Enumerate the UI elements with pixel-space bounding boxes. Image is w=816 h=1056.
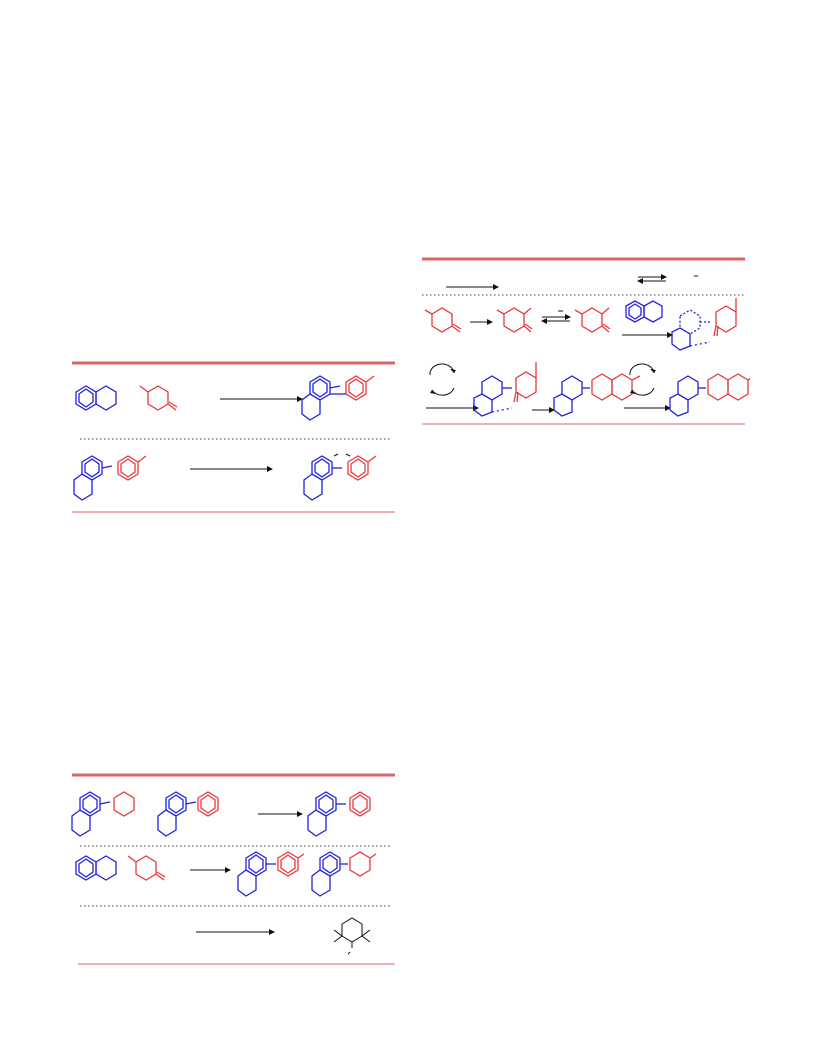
intermediate-2 — [473, 362, 537, 417]
methyl-cyclohexanone-red-2 — [127, 855, 166, 881]
tetrahydroquinoline-blue-2 — [75, 855, 117, 881]
scheme-top-right-drawing — [422, 257, 750, 425]
tetrahydroquinoline-blue — [625, 300, 663, 323]
enamine-red — [574, 307, 611, 333]
tetrahydroquinoline-blue — [75, 385, 117, 411]
tetramethylpiperidine — [333, 917, 371, 955]
methyl-cyclohexanone-red — [139, 385, 178, 411]
product-a — [307, 791, 371, 837]
scheme-middle-left — [70, 358, 400, 518]
intermediate-3 — [553, 373, 641, 417]
cyclohexanone-red — [424, 307, 462, 333]
cycle-arrow-1 — [429, 363, 456, 396]
substrate-a — [71, 791, 135, 837]
product-top — [669, 373, 750, 417]
intermediate-blue-red — [671, 298, 737, 351]
scheme-middle-left-drawing — [72, 361, 395, 513]
product-b — [237, 851, 305, 897]
cycle-arrow-2 — [629, 363, 656, 396]
product-c — [311, 851, 377, 897]
equilibrium-arrow — [637, 274, 667, 284]
substrate-2 — [73, 455, 147, 501]
scheme-bottom-left — [70, 770, 400, 970]
scheme-top-right — [420, 250, 750, 430]
scheme-bottom-left-drawing — [71, 773, 395, 965]
substrate-b — [157, 791, 219, 837]
product-1 — [301, 375, 375, 421]
product-2 — [303, 453, 377, 501]
iminium-red — [496, 307, 533, 333]
equilibrium-arrow-2 — [541, 314, 571, 324]
